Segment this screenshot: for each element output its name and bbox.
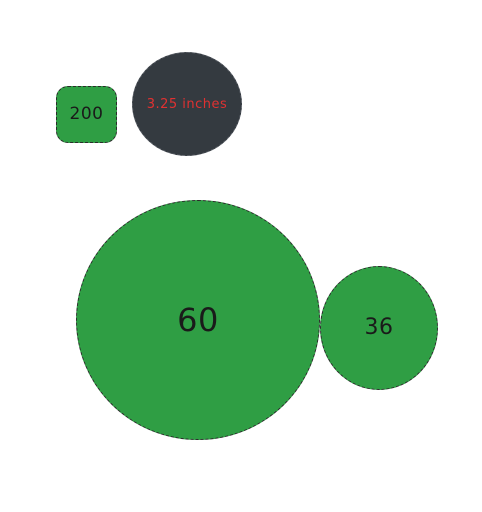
circle-60[interactable]: 60 <box>76 200 320 440</box>
circle-36-label: 36 <box>364 315 394 340</box>
square-200-label: 200 <box>69 104 104 124</box>
circle-36[interactable]: 36 <box>320 266 438 390</box>
circle-60-label: 60 <box>177 301 219 339</box>
rounded-square-200[interactable]: 200 <box>56 86 117 143</box>
circle-3-25-inches-label: 3.25 inches <box>146 96 228 112</box>
circle-3-25-inches[interactable]: 3.25 inches <box>132 52 242 156</box>
